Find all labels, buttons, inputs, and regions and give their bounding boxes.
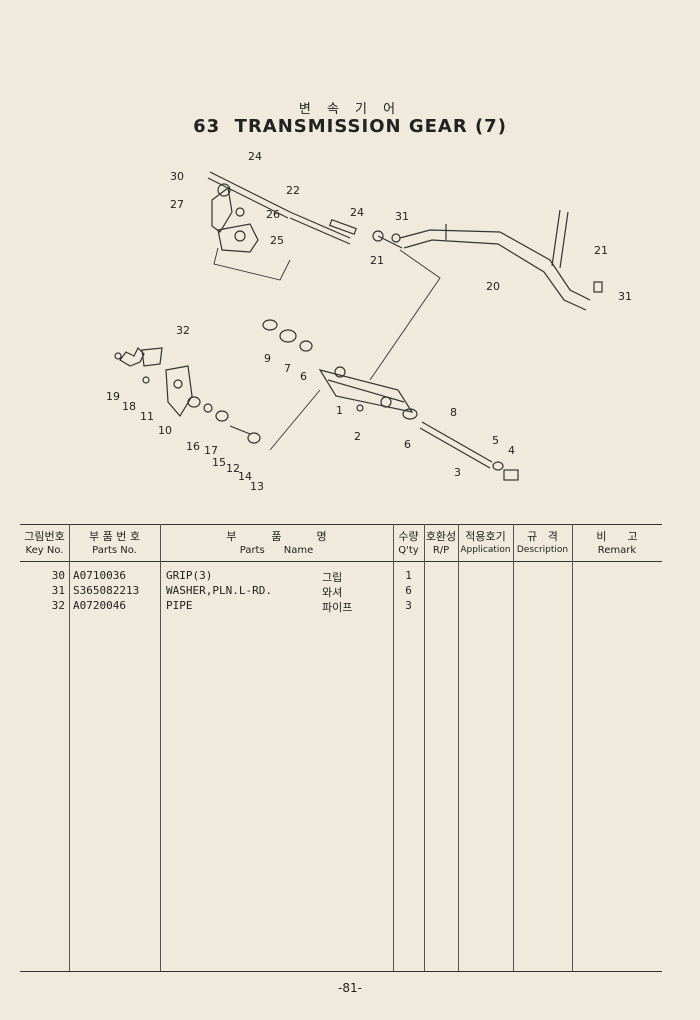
header-name-kr: 부 품 명 — [226, 530, 327, 543]
header-description-en: Description — [516, 545, 569, 555]
callout: 14 — [238, 470, 252, 483]
callout: 21 — [594, 244, 608, 257]
callout: 31 — [618, 290, 632, 303]
callout: 6 — [300, 370, 307, 383]
page-number: -81- — [338, 981, 362, 995]
row-key: 30 — [51, 569, 65, 582]
row-part-name: PIPE — [166, 599, 193, 612]
row-part-number: A0710036 — [73, 569, 126, 582]
callout: 24 — [350, 206, 364, 219]
row-part-name: WASHER,PLN.L-RD. — [166, 584, 272, 597]
row-part-name: GRIP(3) — [166, 569, 213, 582]
row-qty: 6 — [405, 584, 412, 597]
callout: 11 — [140, 410, 154, 423]
callout: 1 — [336, 404, 343, 417]
callout: 18 — [122, 400, 136, 413]
header-name-en: Parts Name — [239, 545, 314, 556]
callout: 17 — [204, 444, 218, 457]
title-korean: 변 속 기 어 — [298, 102, 402, 117]
callout: 4 — [508, 444, 515, 457]
header-qty-kr: 수량 — [398, 530, 419, 543]
callout: 27 — [170, 198, 184, 211]
row-part-name-kr: 와셔 — [322, 586, 343, 599]
header-partno-kr: 부 품 번 호 — [89, 530, 140, 543]
callout: 9 — [264, 352, 271, 365]
exploded-parts-diagram: 24 30 22 27 26 24 31 25 21 21 20 31 32 9… — [106, 150, 632, 493]
callout: 19 — [106, 390, 120, 403]
callout: 20 — [486, 280, 500, 293]
callout: 13 — [250, 480, 264, 493]
table-row: 32 A0720046 PIPE 파이프 3 — [20, 599, 662, 614]
table-bottom-rule — [20, 971, 662, 972]
callout: 24 — [248, 150, 262, 163]
callout: 30 — [170, 170, 184, 183]
header-rp-kr: 호환성 — [425, 530, 457, 543]
callout: 7 — [284, 362, 291, 375]
callout: 16 — [186, 440, 200, 453]
header-description-kr: 규 격 — [527, 530, 558, 543]
callout: 15 — [212, 456, 226, 469]
header-key-kr: 그림번호 — [24, 530, 65, 543]
parts-table: 그림번호 부 품 번 호 부 품 명 수량 호환성 적용호기 규 격 비 고 K… — [20, 524, 662, 972]
callout: 31 — [395, 210, 409, 223]
callout: 6 — [404, 438, 411, 451]
row-qty: 1 — [405, 569, 412, 582]
callout: 12 — [226, 462, 240, 475]
page-title: 63 TRANSMISSION GEAR (7) — [0, 116, 700, 137]
header-partno-en: Parts No. — [92, 545, 137, 556]
callout: 5 — [492, 434, 499, 447]
row-key: 31 — [51, 584, 65, 597]
callout: 26 — [266, 208, 280, 221]
callout: 22 — [286, 184, 300, 197]
row-part-name-kr: 파이프 — [322, 601, 353, 614]
callout: 3 — [454, 466, 461, 479]
header-application-en: Application — [460, 545, 511, 555]
callout: 32 — [176, 324, 190, 337]
table-row: 30 A0710036 GRIP(3) 그립 1 — [20, 569, 662, 584]
callout: 2 — [354, 430, 361, 443]
table-header-rule — [20, 561, 662, 562]
section-number: 63 — [193, 116, 221, 137]
callout: 21 — [370, 254, 384, 267]
row-part-name-kr: 그립 — [322, 571, 343, 584]
header-remark-kr: 비 고 — [596, 530, 638, 543]
row-part-number: A0720046 — [73, 599, 126, 612]
diagram-callouts: 24 30 22 27 26 24 31 25 21 21 20 31 32 9… — [106, 150, 632, 493]
header-rp-en: R/P — [432, 545, 450, 556]
header-qty-en: Q'ty — [398, 545, 419, 556]
table-row: 31 S365082213 WASHER,PLN.L-RD. 와셔 6 — [20, 584, 662, 599]
callout: 25 — [270, 234, 284, 247]
header-key-en: Key No. — [25, 545, 64, 556]
header-application-kr: 적용호기 — [465, 530, 506, 543]
callout: 10 — [158, 424, 172, 437]
header-remark-en: Remark — [597, 545, 637, 556]
table-top-rule — [20, 524, 662, 525]
section-title: TRANSMISSION GEAR (7) — [234, 116, 507, 137]
diagram-drawing — [114, 171, 603, 481]
row-key: 32 — [51, 599, 65, 612]
callout: 8 — [450, 406, 457, 419]
row-qty: 3 — [405, 599, 412, 612]
row-part-number: S365082213 — [73, 584, 140, 597]
